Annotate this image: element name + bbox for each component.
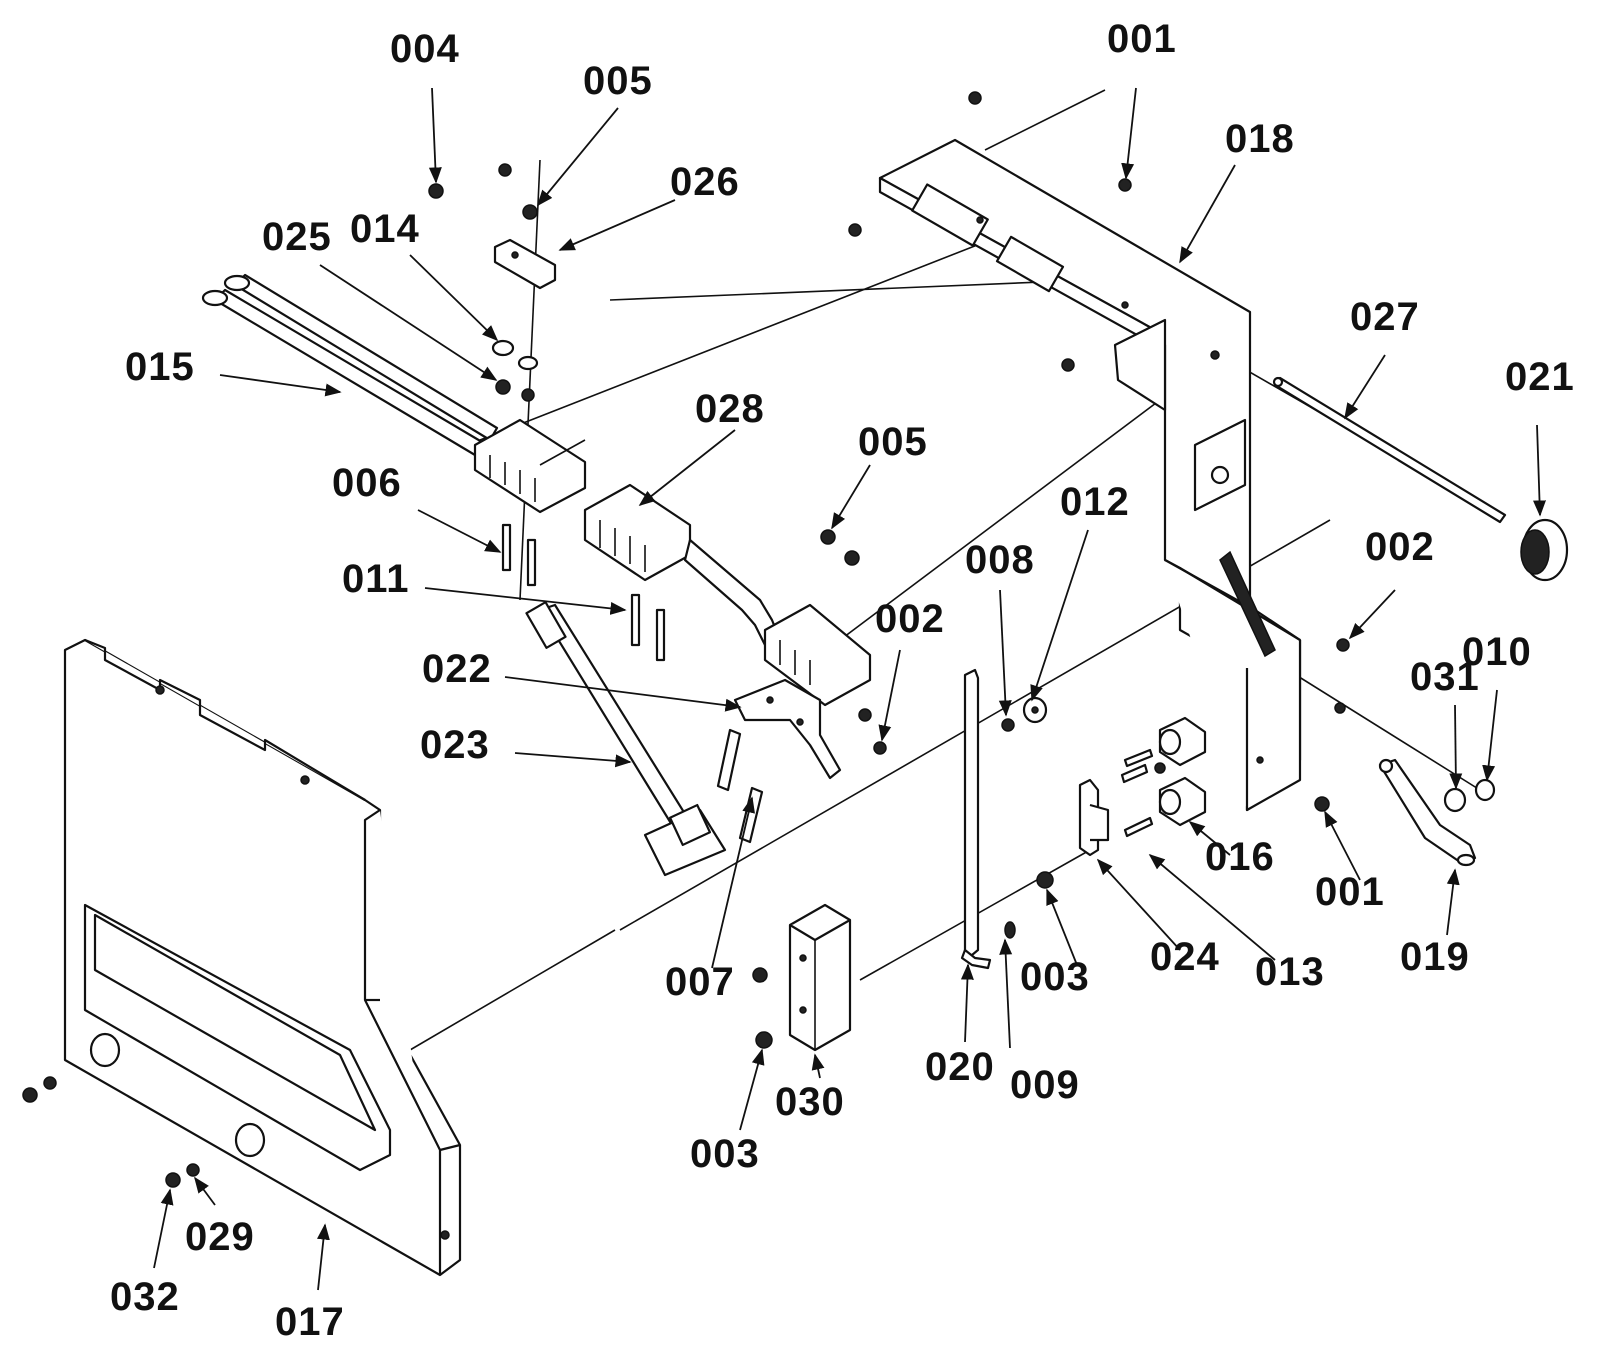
callout-007: 007 [665, 960, 735, 1004]
callout-020: 020 [925, 1045, 995, 1089]
callout-005-top: 005 [583, 59, 653, 103]
harness-015 [201, 273, 587, 514]
callout-005-middle: 005 [858, 420, 928, 464]
callout-010: 010 [1462, 630, 1532, 674]
block-030 [788, 903, 852, 1052]
callout-003-lower: 003 [690, 1132, 760, 1176]
callout-013: 013 [1255, 950, 1325, 994]
harness-028 [583, 483, 872, 707]
callout-019: 019 [1400, 935, 1470, 979]
callout-014: 014 [350, 207, 420, 251]
callout-028: 028 [695, 387, 765, 431]
lever-019 [1378, 758, 1477, 867]
callout-001-top: 001 [1107, 17, 1177, 61]
bracket-022 [733, 678, 842, 780]
callout-006: 006 [332, 461, 402, 505]
callout-027: 027 [1350, 295, 1420, 339]
callout-018: 018 [1225, 117, 1295, 161]
callout-030: 030 [775, 1080, 845, 1124]
knob-021 [1520, 518, 1569, 582]
callout-024: 024 [1150, 935, 1220, 979]
callout-004: 004 [390, 27, 460, 71]
callout-021: 021 [1505, 355, 1575, 399]
bracket-026 [493, 238, 557, 290]
callout-032: 032 [110, 1275, 180, 1319]
callout-031: 031 [1410, 655, 1480, 699]
callout-025: 025 [262, 215, 332, 259]
callout-009: 009 [1010, 1063, 1080, 1107]
callout-001-right: 001 [1315, 870, 1385, 914]
callout-011: 011 [342, 557, 410, 601]
callout-002-middle: 002 [875, 597, 945, 641]
shaft-027 [1272, 376, 1507, 524]
callout-015: 015 [125, 345, 195, 389]
rod-020 [960, 668, 992, 970]
callout-029: 029 [185, 1215, 255, 1259]
callout-012: 012 [1060, 480, 1130, 524]
callout-016: 016 [1205, 835, 1275, 879]
main-bracket-018 [878, 138, 1302, 812]
bracket-024 [1078, 778, 1110, 857]
callout-022: 022 [422, 647, 492, 691]
leader-lines [153, 87, 1546, 1291]
front-panel-017 [63, 638, 462, 1277]
cable-023 [525, 601, 727, 877]
spacers-016 [1158, 716, 1207, 827]
callout-labels: 001 001 002 002 003 003 004 005 005 006 … [110, 17, 1575, 1344]
pins-013 [1123, 748, 1154, 838]
callout-026: 026 [670, 160, 740, 204]
callout-008: 008 [965, 538, 1035, 582]
callout-002-right: 002 [1365, 525, 1435, 569]
callout-017: 017 [275, 1300, 345, 1344]
callout-023: 023 [420, 723, 490, 767]
callout-003-middle: 003 [1020, 955, 1090, 999]
